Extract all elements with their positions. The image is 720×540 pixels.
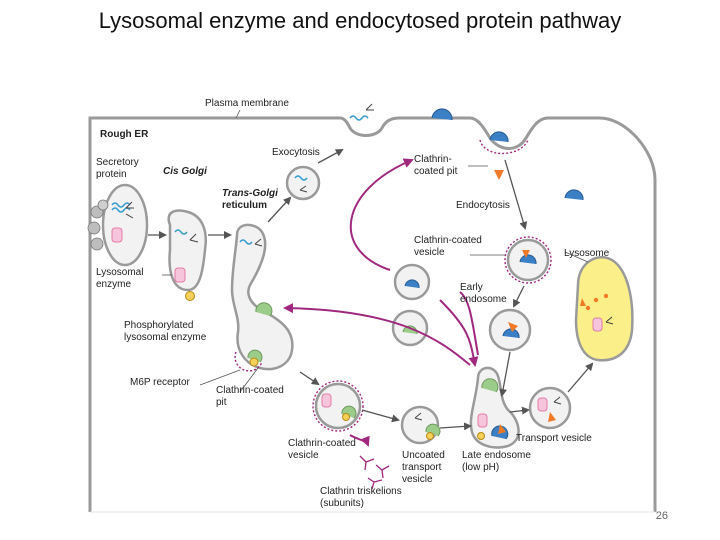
label-clathrin-coated-pit-top-line1: Clathrin- [414, 154, 452, 165]
label-lysosomal-enzyme-line1: Lysosomal [96, 267, 143, 278]
cis-golgi [167, 209, 207, 301]
arrow [459, 291, 479, 356]
label-uncoated-vesicle-line2: transport [402, 462, 442, 473]
clathrin-coat [312, 380, 364, 432]
label-plasma-membrane: Plasma membrane [205, 98, 289, 109]
label-lysosomal-enzyme-line2: enzyme [96, 279, 131, 290]
label-phosphorylated-enzyme-line1: Phosphorylated [124, 320, 194, 331]
oligosaccharide [125, 201, 134, 219]
arrow [349, 434, 370, 447]
label-early-endosome-line1: Early [460, 282, 483, 293]
plasma-membrane [88, 116, 657, 512]
rough-er [87, 183, 149, 267]
label-clathrin-coated-vesicle-bottom-line1: Clathrin-coated [288, 438, 356, 449]
label-clathrin-coated-vesicle-top-line1: Clathrin-coated [414, 235, 482, 246]
clathrin-coated-vesicle-bottom [312, 380, 364, 432]
label-uncoated-vesicle-line3: vesicle [402, 474, 433, 485]
arrow [499, 351, 511, 397]
label-lysosome: Lysosome [564, 248, 610, 259]
label-secretory-protein-line1: Secretory [96, 157, 139, 168]
slide-title: Lysosomal enzyme and endocytosed protein… [98, 8, 622, 33]
receptor-shape [431, 108, 453, 121]
ligand-shape [494, 170, 504, 180]
label-late-endosome-line2: (low pH) [462, 462, 499, 473]
label-phosphorylated-enzyme-line2: lysosomal enzyme [124, 332, 207, 343]
page-number: 26 [655, 510, 668, 522]
label-rough-er: Rough ER [100, 129, 149, 140]
label-clathrin-triskelions-line2: (subunits) [320, 498, 364, 509]
arrow [509, 406, 530, 415]
secretory-protein-coil [239, 239, 253, 245]
leader-lines [162, 109, 589, 393]
arrow [283, 303, 471, 366]
arrow [299, 371, 320, 386]
pathway-arrows [148, 149, 594, 447]
secretory-protein-coil [111, 202, 131, 208]
ribosome [90, 237, 104, 251]
oligosaccharide [189, 233, 199, 243]
ribosome [87, 221, 101, 235]
label-secretory-protein-line2: protein [96, 169, 127, 180]
clathrin-coat [479, 139, 529, 155]
label-clathrin-coated-pit-top-line2: coated pit [414, 166, 458, 177]
label-clathrin-coated-pit-bottom-line2: pit [216, 397, 227, 408]
early-endosome [391, 263, 532, 352]
uncoated-transport-vesicle [400, 405, 441, 445]
plasma-membrane-receptors [349, 103, 584, 201]
label-clathrin-coated-pit-bottom-line1: Clathrin-coated [216, 385, 284, 396]
arrow [317, 149, 344, 164]
arrow [439, 422, 472, 431]
arrow [513, 285, 525, 308]
clathrin-coated-vesicle-top [504, 236, 552, 284]
arrow [439, 299, 479, 367]
m6p-receptor-shape [255, 302, 273, 317]
label-m6p-receptor: M6P receptor [130, 377, 191, 388]
arrow [349, 158, 414, 271]
exocytosis-vesicle [285, 165, 321, 201]
phosphate-group [185, 291, 195, 301]
secretory-protein-coil [174, 229, 188, 235]
label-cis-golgi: Cis Golgi [163, 166, 207, 177]
late-endosome [469, 366, 520, 449]
lysosomal-enzyme-shape [174, 267, 186, 283]
lysosome [574, 256, 634, 362]
label-endocytosis: Endocytosis [456, 200, 510, 211]
clathrin-coat [234, 351, 263, 372]
transport-vesicle [528, 386, 572, 430]
arrow [567, 362, 594, 393]
label-clathrin-coated-vesicle-bottom-line2: vesicle [288, 450, 319, 461]
label-late-endosome-line1: Late endosome [462, 450, 531, 461]
ribosome [97, 199, 109, 211]
label-trans-golgi-line2: reticulum [222, 200, 267, 211]
secretory-protein-coil [294, 175, 308, 181]
arrow [504, 159, 528, 230]
arrow [361, 409, 400, 423]
lysosomal-enzyme-shape [111, 227, 123, 243]
label-early-endosome-line2: endosome [460, 294, 507, 305]
label-clathrin-coated-vesicle-top-line2: vesicle [414, 247, 445, 258]
ligand-shape [498, 424, 506, 434]
arrow [267, 196, 292, 223]
trans-golgi-reticulum [230, 223, 294, 372]
label-clathrin-triskelions-line1: Clathrin triskelions [320, 486, 402, 497]
label-uncoated-vesicle-line1: Uncoated [402, 450, 445, 461]
label-exocytosis: Exocytosis [272, 147, 320, 158]
label-trans-golgi-line1: Trans-Golgi [222, 188, 278, 199]
m6p-receptor-shape [481, 378, 499, 393]
label-transport-vesicle: Transport vesicle [516, 433, 592, 444]
phosphate-group [249, 357, 259, 367]
clathrin-triskelions [359, 455, 390, 490]
